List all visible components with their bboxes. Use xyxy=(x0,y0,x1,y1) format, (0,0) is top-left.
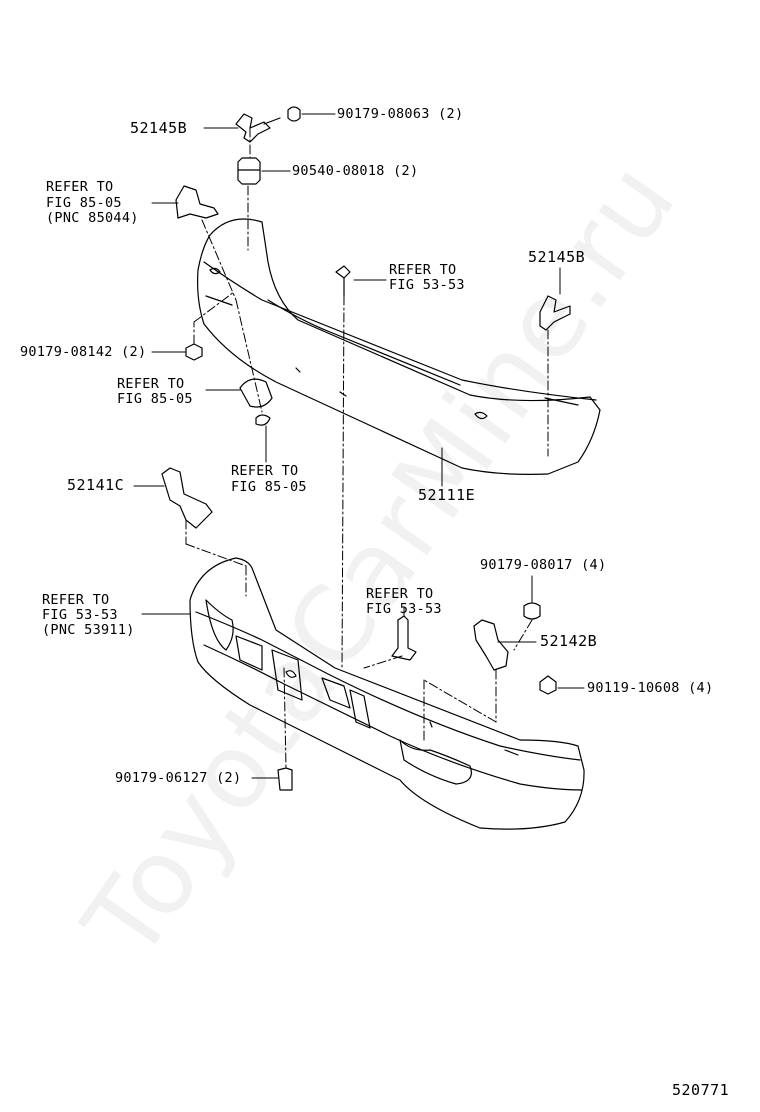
label-refer-53911-line1: REFER TO xyxy=(42,592,110,608)
bolt-top-5353 xyxy=(335,265,351,297)
clip-90179-06127 xyxy=(277,767,293,791)
leader-lines xyxy=(133,113,585,779)
label-52142b: 52142B xyxy=(540,632,598,650)
label-refer-53911-line3: (PNC 53911) xyxy=(42,622,135,638)
label-90540-08018: 90540-08018 (2) xyxy=(292,163,419,179)
bumper-cover-upper xyxy=(197,218,601,475)
label-90179-08142: 90179-08142 (2) xyxy=(20,344,147,360)
label-refer-8505-a-line1: REFER TO xyxy=(117,376,185,392)
label-refer-53911-line2: FIG 53-53 xyxy=(42,607,118,623)
label-90179-06127: 90179-06127 (2) xyxy=(115,770,242,786)
label-90179-08017: 90179-08017 (4) xyxy=(480,557,607,573)
label-refer-5353-top-line2: FIG 53-53 xyxy=(389,277,465,293)
label-refer-85044-line3: (PNC 85044) xyxy=(46,210,139,226)
label-refer-5353-mid-line2: FIG 53-53 xyxy=(366,601,442,617)
label-refer-5353-top-line1: REFER TO xyxy=(389,262,457,278)
label-52145b-right: 52145B xyxy=(528,248,586,266)
label-52111e: 52111E xyxy=(418,486,476,504)
label-refer-8505-b-line2: FIG 85-05 xyxy=(231,479,307,495)
alignment-lines xyxy=(185,127,549,769)
label-refer-8505-b-line1: REFER TO xyxy=(231,463,299,479)
cushion-90540-08018 xyxy=(237,157,261,185)
bracket-85044 xyxy=(175,185,219,219)
label-refer-8505-a-line2: FIG 85-05 xyxy=(117,391,193,407)
bumper-lower-absorber xyxy=(189,557,585,830)
nut-90179-08017 xyxy=(523,602,541,620)
label-90119-10608: 90119-10608 (4) xyxy=(587,680,714,696)
clip-5353-mid xyxy=(391,615,417,661)
bracket-52142b xyxy=(473,619,509,671)
label-refer-85044-line1: REFER TO xyxy=(46,179,114,195)
clip-85-05-a xyxy=(239,378,273,408)
diagram-number: 520771 xyxy=(672,1081,730,1099)
clip-85-05-b xyxy=(255,414,271,426)
bracket-52145b-top xyxy=(235,113,271,143)
label-refer-5353-mid-line1: REFER TO xyxy=(366,586,434,602)
label-52141c: 52141C xyxy=(67,476,125,494)
label-refer-85044-line2: FIG 85-05 xyxy=(46,195,122,211)
nut-90179-08063 xyxy=(287,106,301,122)
nut-90179-08142 xyxy=(185,343,203,361)
bolt-90119-10608 xyxy=(539,675,557,695)
label-90179-08063: 90179-08063 (2) xyxy=(337,106,464,122)
bracket-52141c xyxy=(161,467,213,529)
bracket-52145b-right xyxy=(539,295,571,331)
label-52145b-top: 52145B xyxy=(130,119,188,137)
